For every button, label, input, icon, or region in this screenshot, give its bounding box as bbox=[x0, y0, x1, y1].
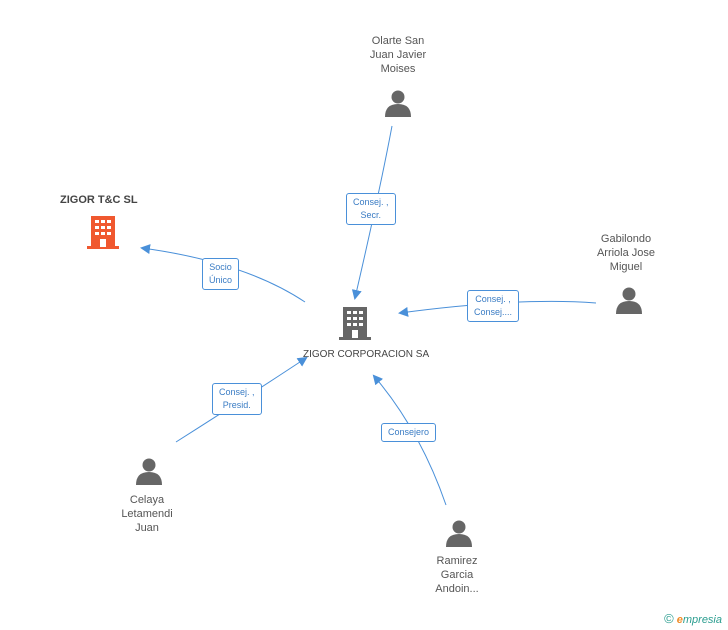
person-icon[interactable] bbox=[615, 286, 643, 314]
person-name-line: Gabilondo bbox=[600, 233, 652, 245]
brand-initial: e bbox=[676, 614, 683, 626]
edge-label-line: Secr. bbox=[360, 210, 382, 220]
person-icon[interactable] bbox=[135, 457, 163, 485]
edge-label-line: Único bbox=[209, 275, 233, 285]
company-name[interactable]: ZIGOR T&C SL bbox=[60, 194, 138, 206]
edge-label-line: Consejero bbox=[388, 427, 430, 437]
edge-label-line: Socio bbox=[209, 262, 232, 272]
edge-label-line: Consej.... bbox=[474, 307, 513, 317]
center-name-line: CORPORACION SA bbox=[337, 349, 430, 360]
person-name-line: Moises bbox=[380, 63, 416, 75]
person-name-line: Juan bbox=[135, 522, 159, 534]
edge-label-line: Presid. bbox=[222, 400, 251, 410]
edge-label-ramirez[interactable]: Consejero bbox=[381, 423, 437, 442]
brand-logo: ©empresia bbox=[664, 611, 722, 626]
edge-label-celaya[interactable]: Consej. , Presid. bbox=[212, 383, 262, 415]
person-name-line: Garcia bbox=[440, 569, 474, 581]
brand-name: mpresia bbox=[682, 614, 722, 626]
center-name-line: ZIGOR bbox=[303, 349, 335, 360]
person-name-line: Miguel bbox=[609, 261, 643, 273]
edge-label-gabilondo[interactable]: Consej. , Consej.... bbox=[467, 290, 520, 322]
person-icon[interactable] bbox=[445, 519, 473, 547]
edge-label-line: Consej. , bbox=[475, 294, 511, 304]
copyright-symbol: © bbox=[664, 611, 674, 626]
person-name-line: Andoin... bbox=[435, 583, 479, 595]
person-icon[interactable] bbox=[384, 89, 412, 117]
edge-label-line: Consej. , bbox=[353, 197, 389, 207]
person-name-line: Olarte San bbox=[371, 35, 425, 47]
person-name-line: Celaya bbox=[129, 494, 165, 506]
person-name-celaya[interactable]: Celaya Letamendi Juan bbox=[97, 493, 197, 535]
edge-label-socio[interactable]: Socio Único bbox=[202, 258, 240, 290]
edge-label-line: Consej. , bbox=[219, 387, 255, 397]
person-name-olarte[interactable]: Olarte San Juan Javier Moises bbox=[348, 34, 448, 76]
building-icon[interactable] bbox=[87, 214, 119, 250]
person-name-ramirez[interactable]: Ramirez Garcia Andoin... bbox=[407, 554, 507, 596]
person-name-line: Ramirez bbox=[436, 555, 478, 567]
person-name-line: Arriola Jose bbox=[596, 247, 656, 259]
center-company-name[interactable]: ZIGOR CORPORACION SA bbox=[303, 348, 429, 361]
person-name-gabilondo[interactable]: Gabilondo Arriola Jose Miguel bbox=[576, 232, 676, 274]
building-icon[interactable] bbox=[339, 305, 371, 341]
edge-label-olarte[interactable]: Consej. , Secr. bbox=[346, 193, 396, 225]
person-name-line: Letamendi bbox=[121, 508, 173, 520]
person-name-line: Juan Javier bbox=[369, 49, 427, 61]
